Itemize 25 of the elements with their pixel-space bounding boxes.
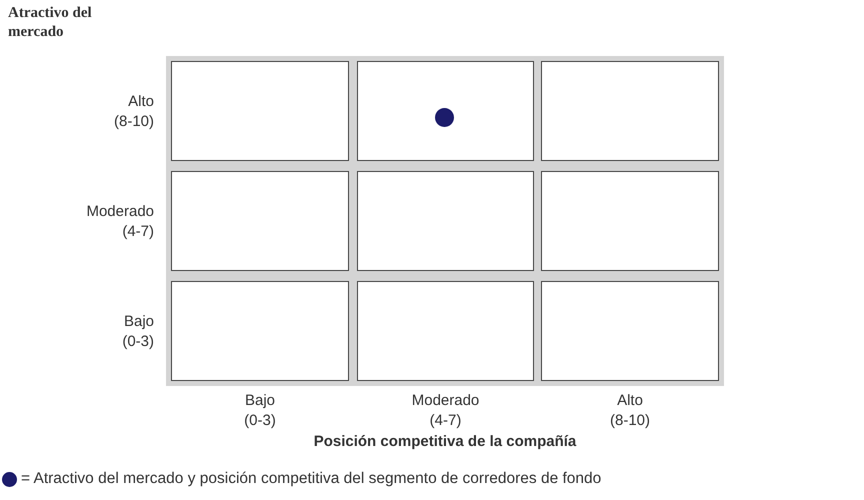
grid-cell: [171, 171, 349, 271]
row-range: (4-7): [122, 222, 154, 241]
row-label: Moderado: [86, 202, 154, 221]
column-range: (0-3): [244, 411, 276, 430]
column-label: Bajo: [244, 391, 276, 410]
row-range: (0-3): [122, 332, 154, 351]
row-label: Alto: [128, 92, 154, 111]
legend-text: = Atractivo del mercado y posición competitiva del segmento de corredores de fondo: [21, 470, 602, 488]
grid-cell: [357, 61, 534, 161]
grid-cell: [357, 281, 534, 381]
grid-cell: [171, 281, 349, 381]
column-label: Moderado: [412, 391, 480, 410]
axis-title: Posición competitiva de la compañía: [312, 432, 578, 451]
position-dot: [435, 108, 454, 127]
grid-cell: [541, 171, 719, 271]
column-range: (4-7): [430, 411, 462, 430]
row-range: (8-10): [114, 112, 154, 131]
axis-title: Atractivo del mercado: [8, 4, 93, 42]
grid-cell: [541, 281, 719, 381]
grid-cell: [171, 61, 349, 161]
column-label: Alto: [617, 391, 643, 410]
grid-cell: [357, 171, 534, 271]
column-range: (8-10): [610, 411, 650, 430]
row-label: Bajo: [124, 312, 154, 331]
grid-cell: [541, 61, 719, 161]
